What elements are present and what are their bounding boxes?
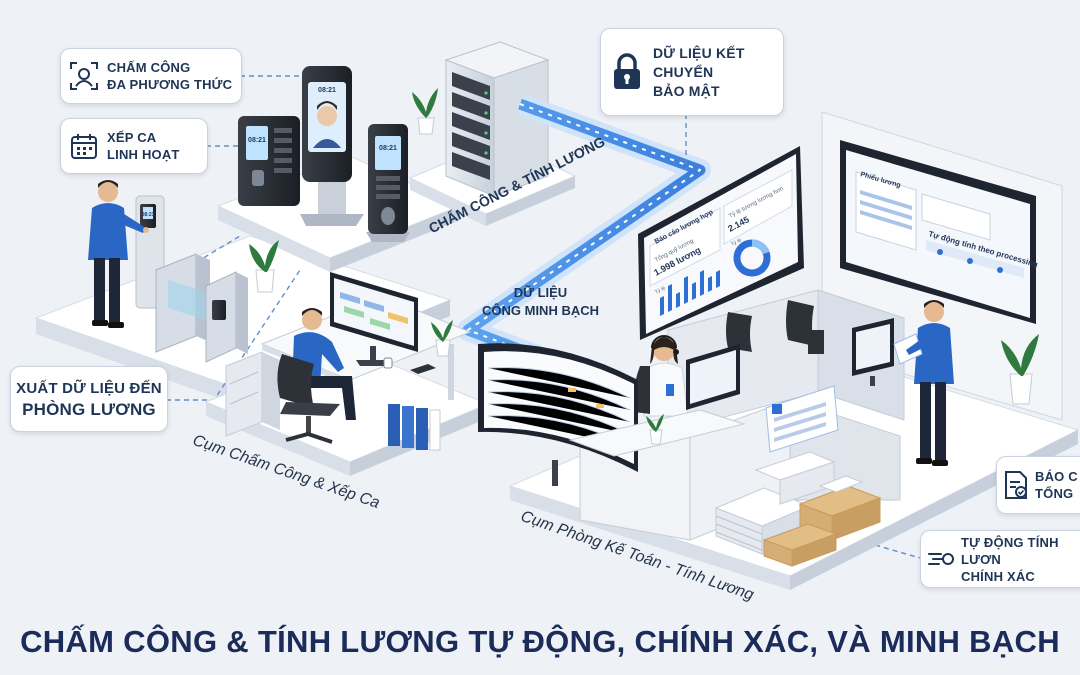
plant-accounting [1001,334,1039,405]
flow-label-transparent-data-line1: Dữ liệu [513,285,568,300]
clerk-monitor [852,318,894,386]
callout-auto-payroll-line1: Tự động tính lươn [961,534,1059,567]
callout-secure-transfer-line2: bảo mật [653,82,720,99]
speed-lines-icon [921,531,961,587]
callout-export-payroll-line1: Xuất dữ liệu đến [16,380,162,397]
callout-multi-attendance: Chấm công đa phương thức [60,48,242,104]
callout-flexible-shift-line2: linh hoạt [107,147,180,162]
paper-stacks [714,451,836,555]
callout-secure-transfer: Dữ liệu kết chuyển bảo mật [600,28,784,116]
employee-at-gate [88,180,149,328]
dashboard-chart-label: Tỷ lệ [654,284,667,295]
plant-server [412,88,438,135]
plant-gate [249,240,279,293]
callout-summary-report-line2: tổng [1035,486,1074,501]
accountant-desk [568,344,746,457]
callout-summary-report: Báo c tổng [996,456,1080,514]
accountant-headset [633,335,689,417]
calendar-icon [61,119,107,173]
server-rack [444,41,550,197]
callout-multi-attendance-line1: Chấm công [107,60,191,75]
fingerprint-terminal-time: 08:21 [379,145,397,152]
bottom-title: CHẤM CÔNG & TÍNH LƯƠNG TỰ ĐỘNG, CHÍNH XÁ… [20,624,1060,659]
donut-chart [733,239,771,277]
callout-flexible-shift-line1: Xếp ca [107,130,157,145]
desk-items [383,320,453,374]
dashboard-monitor: Báo cáo lương hợp Tổng quỹ lương 1.998 l… [638,146,804,340]
face-scan-icon [70,62,98,90]
cubicle-chairs [726,300,824,354]
callout-export-payroll-line2: phòng lương [22,400,156,419]
callout-export-payroll: Xuất dữ liệu đến phòng lương [10,366,168,432]
dashboard-donut-label: Tỷ lệ [730,236,743,247]
wall-monitor: Phiếu lương Tự động tính theo processing [840,140,1039,324]
callout-multi-attendance-line2: đa phương thức [107,77,233,92]
office-chair [277,354,340,444]
fingerprint-terminal: 08:21 [366,124,410,242]
envelopes [762,475,882,567]
face-scan-icon-slot [61,49,107,103]
clerk-with-document [893,300,954,466]
callout-flexible-shift: Xếp ca linh hoạt [60,118,208,174]
turnstile-screen-time: 08:21 [142,212,155,218]
face-recognition-terminal: 08:21 [300,66,364,226]
lock-icon [601,29,653,115]
document-check-icon [997,457,1035,513]
turnstile-gate: 08:21 [135,195,248,363]
callout-auto-payroll-line2: chính xác [961,568,1036,584]
flow-label-transparent-data-line2: công minh bạch [482,303,599,318]
face-terminal-time: 08:21 [318,87,336,94]
schedule-monitor [330,272,418,366]
floating-report [765,385,839,453]
binders [388,404,441,451]
terminal-screen-time: 08:21 [248,137,266,144]
callout-secure-transfer-line1: Dữ liệu kết chuyển [653,44,745,80]
attendance-terminal: 08:21 [238,116,300,206]
flow-label-transparent-data: Dữ liệu công minh bạch [482,284,599,320]
callout-summary-report-line1: Báo c [1035,469,1078,484]
callout-auto-payroll: Tự động tính lươn chính xác [920,530,1080,588]
